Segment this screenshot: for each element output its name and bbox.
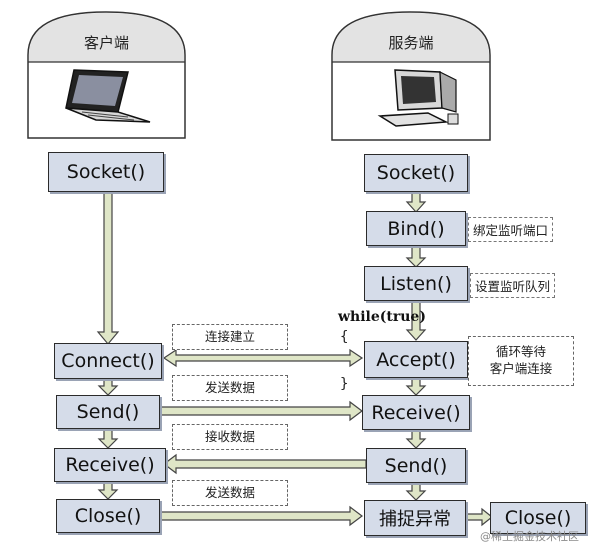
- server-vertical-arrows: [405, 191, 427, 501]
- bind-note: 绑定监听端口: [468, 217, 554, 242]
- send-message-note: 发送数据: [172, 375, 288, 401]
- client-vertical-arrows: [96, 191, 120, 500]
- accept-note: 循环等待 客户端连接: [468, 336, 574, 386]
- server-bind-box: Bind(): [366, 211, 466, 246]
- laptop-icon: [65, 69, 151, 123]
- server-close-box: Close(): [490, 502, 586, 534]
- watermark: @稀土掘金技术社区: [480, 530, 579, 543]
- receive-message-note: 接收数据: [172, 424, 288, 450]
- client-connect-box: Connect(): [54, 343, 162, 379]
- connect-message-note: 连接建立: [172, 324, 288, 350]
- listen-note: 设置监听队列: [470, 273, 556, 298]
- client-title: 客户端: [83, 34, 129, 52]
- close-to-exception-arrow: [159, 505, 363, 527]
- send-to-receive-client-arrow: [163, 453, 367, 475]
- server-exception-box: 捕捉异常: [364, 500, 466, 536]
- accept-note-line1: 循环等待: [495, 344, 546, 360]
- send-to-receive-arrow: [159, 400, 363, 422]
- close-message-note: 发送数据: [172, 480, 288, 506]
- server-title: 服务端: [388, 34, 434, 52]
- exception-to-close-arrow: [465, 507, 493, 527]
- loop-brace-open: {: [340, 329, 349, 345]
- accept-note-line2: 客户端连接: [489, 361, 553, 376]
- server-socket-box: Socket(): [364, 154, 468, 192]
- server-receive-box: Receive(): [362, 395, 470, 430]
- client-receive-box: Receive(): [54, 448, 166, 482]
- connect-bidirectional-arrow: [162, 348, 364, 368]
- server-send-box: Send(): [366, 448, 466, 483]
- client-send-box: Send(): [56, 395, 160, 429]
- client-socket-box: Socket(): [48, 152, 164, 192]
- server-listen-box: Listen(): [364, 266, 468, 301]
- desktop-computer-icon: [377, 69, 459, 127]
- server-dome-band: [333, 13, 489, 62]
- horizontal-arrows: [159, 348, 493, 527]
- loop-brace-close: }: [340, 376, 349, 392]
- client-close-box: Close(): [56, 499, 160, 533]
- while-loop-label: while(true): [338, 309, 426, 325]
- client-dome-band: [29, 13, 184, 62]
- server-accept-box: Accept(): [364, 341, 468, 378]
